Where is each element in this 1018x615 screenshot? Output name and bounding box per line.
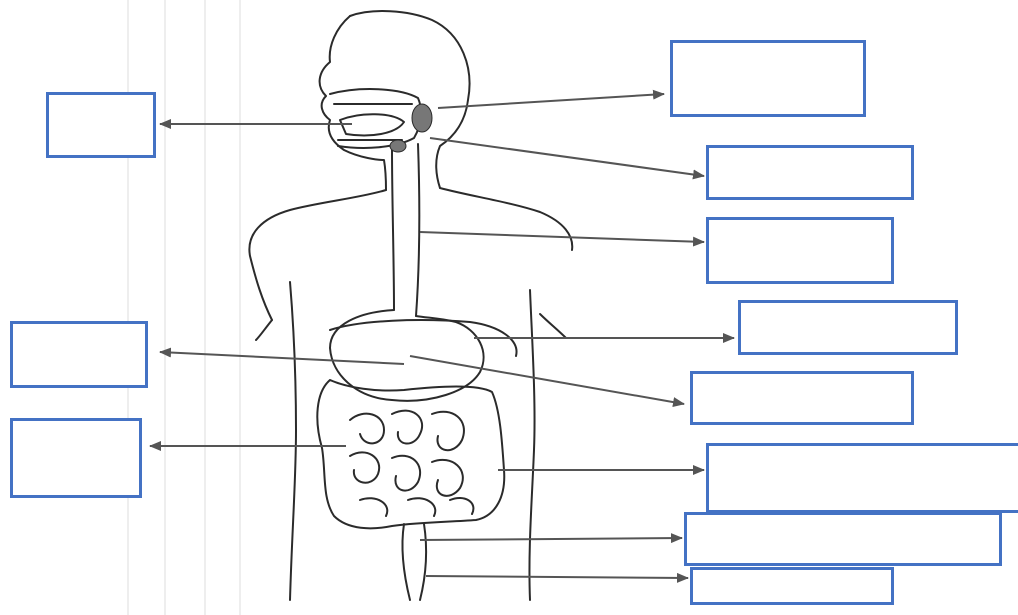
label-box-large-intestine-left[interactable]: [10, 418, 142, 498]
right-torso: [529, 290, 534, 600]
arrow-left-2: [160, 352, 404, 364]
esophagus-right: [416, 144, 419, 316]
head-outline: [350, 11, 470, 188]
arrow-right-7: [420, 538, 682, 540]
salivary-gland: [412, 104, 432, 132]
right-shoulder: [440, 188, 572, 250]
arrow-right-1: [438, 94, 664, 108]
arrow-right-5: [410, 356, 684, 404]
arrow-right-8: [426, 576, 688, 578]
label-box-small-intestine[interactable]: [706, 443, 1018, 513]
label-box-mouth[interactable]: [46, 92, 156, 158]
rectum: [402, 524, 426, 600]
label-box-esophagus[interactable]: [706, 217, 894, 284]
label-box-liver[interactable]: [10, 321, 148, 388]
label-box-stomach[interactable]: [738, 300, 958, 355]
esophagus-left: [392, 150, 394, 310]
right-arm-inner: [540, 314, 566, 338]
large-intestine: [317, 380, 504, 528]
small-intestine: [350, 411, 473, 516]
label-box-salivary-glands[interactable]: [670, 40, 866, 117]
label-box-pancreas[interactable]: [690, 371, 914, 425]
label-box-pharynx[interactable]: [706, 145, 914, 200]
left-torso: [290, 282, 296, 600]
label-box-rectum[interactable]: [684, 512, 1002, 566]
salivary-gland-lower: [390, 140, 406, 152]
left-shoulder: [249, 190, 386, 320]
arrow-right-2: [430, 138, 704, 176]
arrow-right-3: [420, 232, 704, 242]
left-arm-inner: [256, 320, 272, 340]
label-box-anus[interactable]: [690, 567, 894, 605]
